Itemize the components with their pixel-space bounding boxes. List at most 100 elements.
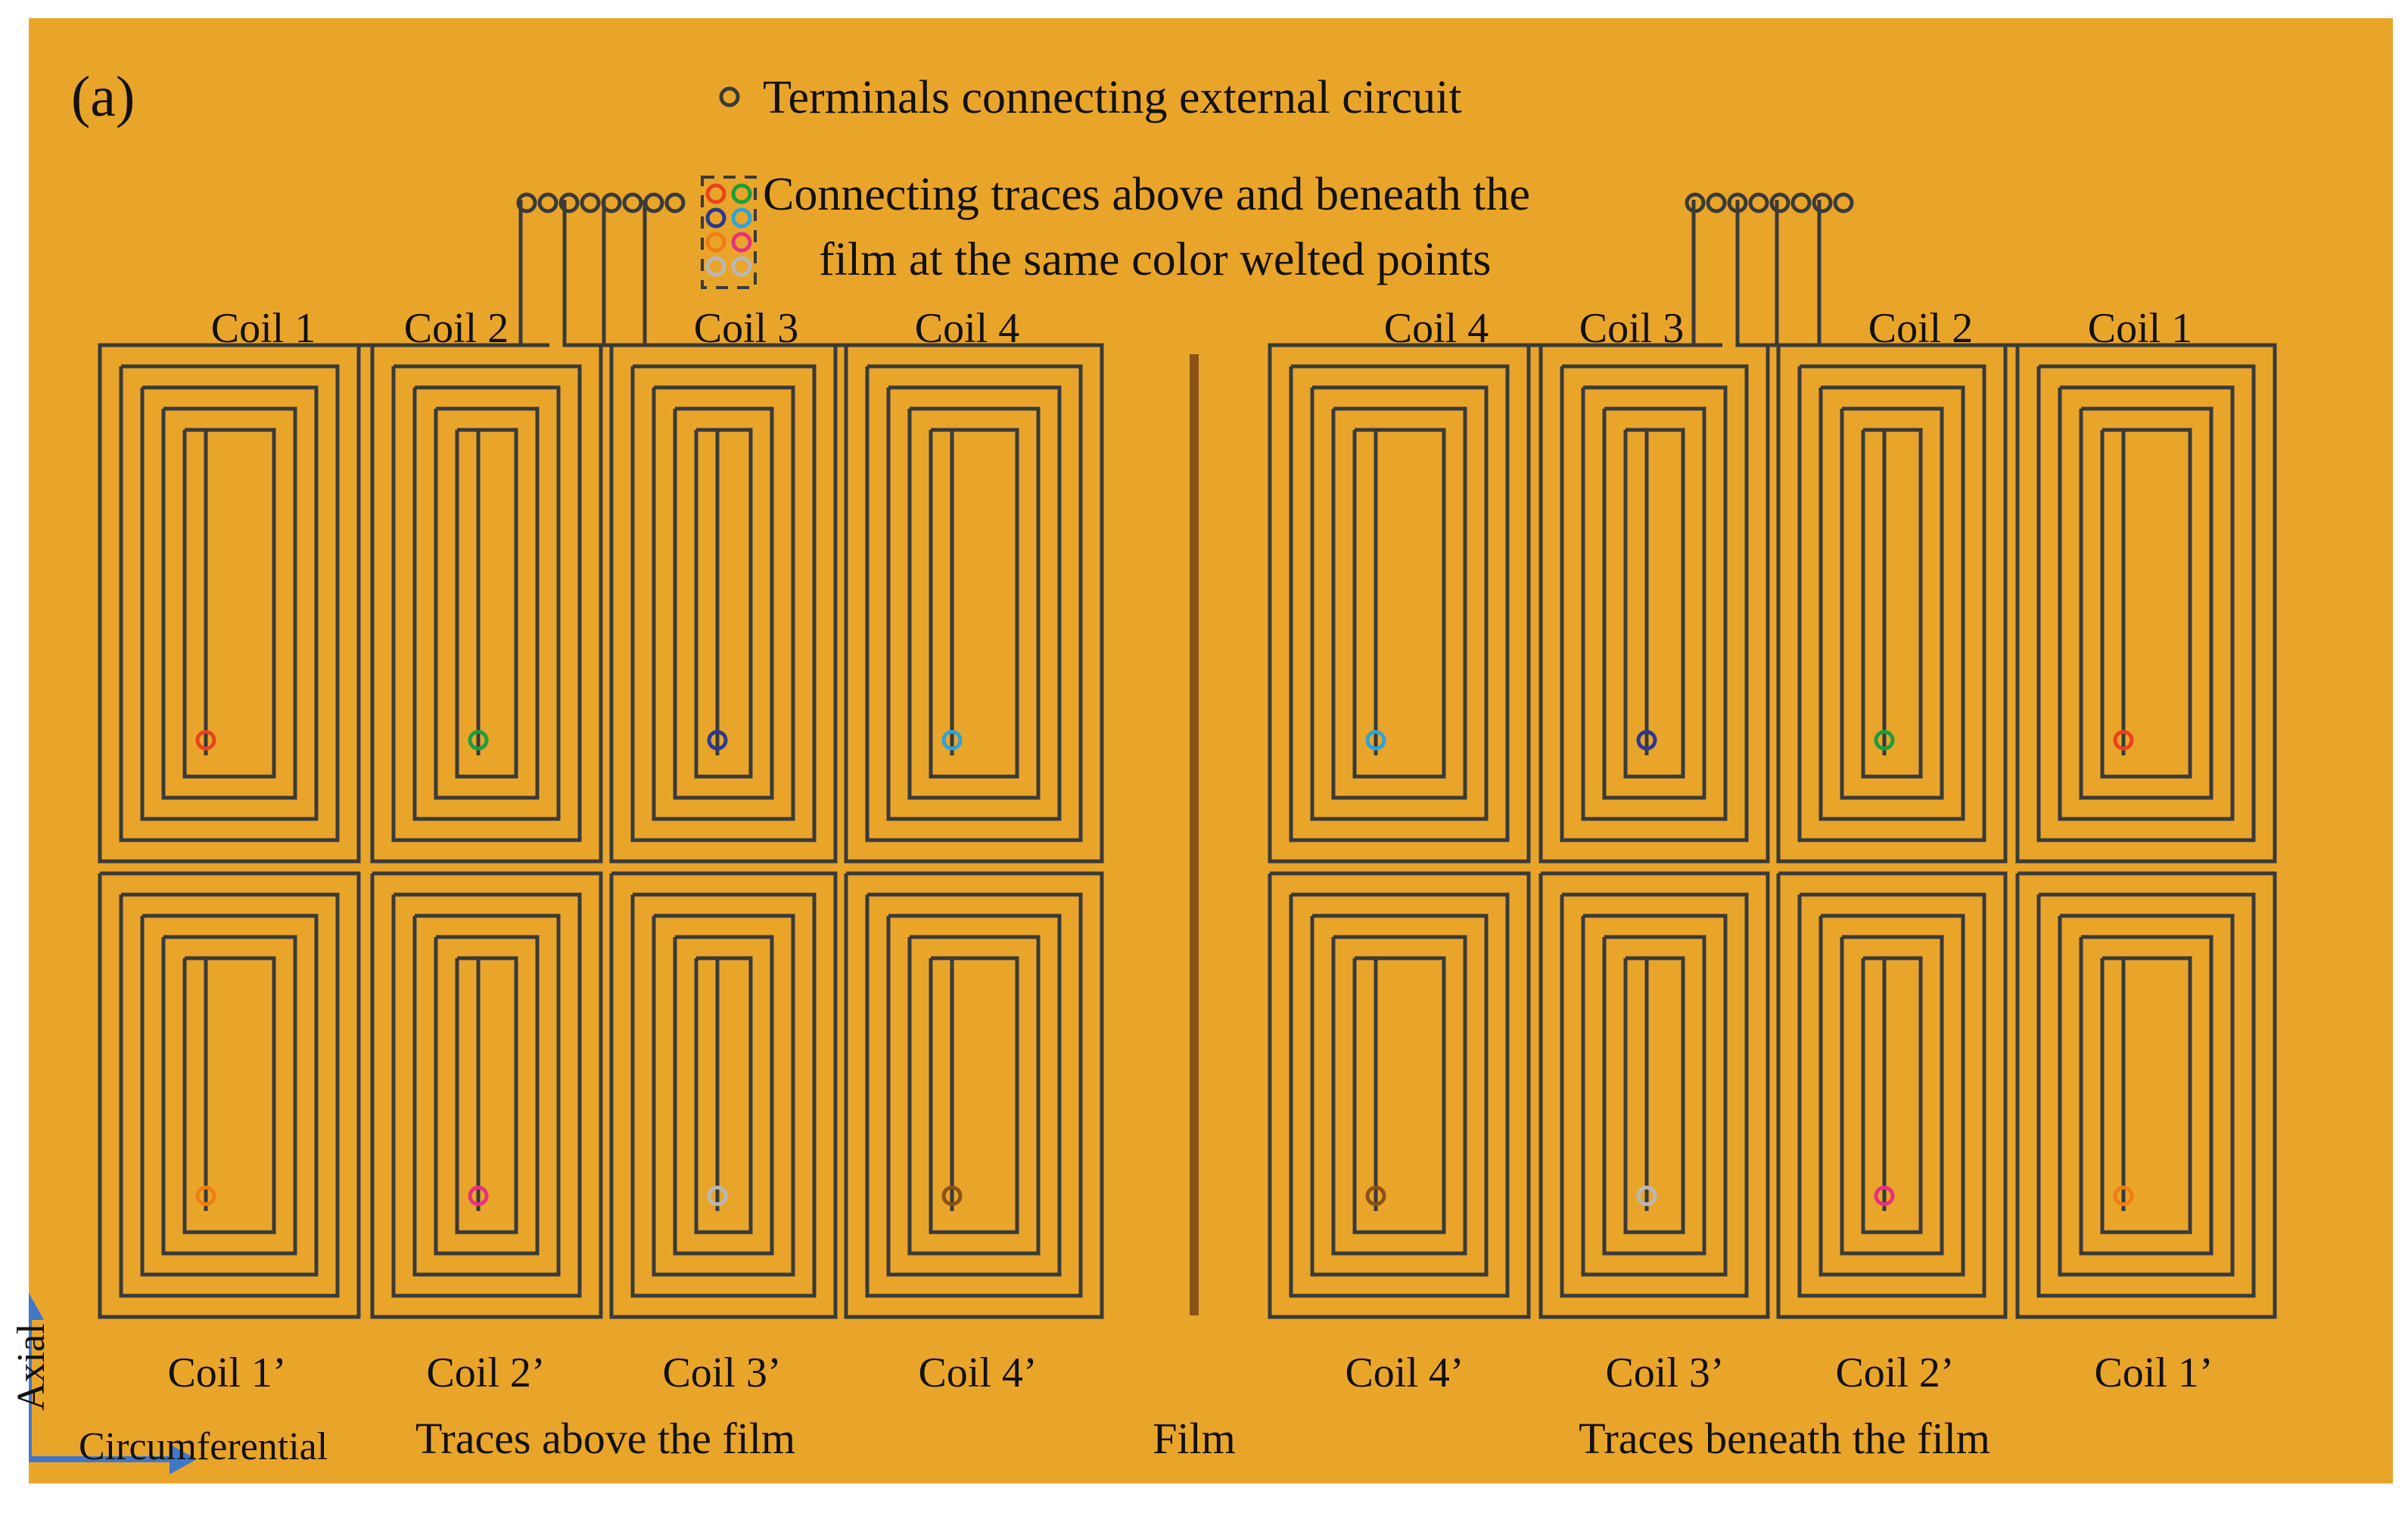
left-terminals-terminal-1 [516, 192, 537, 213]
top-left-coil-label-3: Coil 3 [693, 305, 799, 352]
left-bottom-coil-3 [609, 871, 838, 1319]
left-bottom-coil-2-turn-4 [434, 935, 540, 1256]
right-top-coil-4-turn-4 [2079, 406, 2214, 800]
left-bottom-coil-4 [844, 871, 1104, 1319]
caption-traces-above: Traces above the film [415, 1414, 796, 1463]
caption-film: Film [1153, 1414, 1236, 1463]
caption-traces-beneath: Traces beneath the film [1579, 1414, 1990, 1463]
right-top-coil-4-turn-2 [2036, 364, 2256, 842]
left-bottom-coil-4-turn-4 [907, 935, 1041, 1256]
right-terminals-terminal-7 [1812, 192, 1833, 213]
left-top-coil-3-turn-3 [652, 385, 795, 821]
right-bottom-coil-4-turn-4 [2079, 935, 2214, 1256]
right-top-coil-2-turn-4 [1602, 406, 1706, 800]
axis-arrows [29, 1293, 197, 1474]
legend-weld-symbol [701, 176, 757, 289]
right-bottom-coil-2-turn-4 [1602, 935, 1706, 1256]
right-bottom-coil-1-weld-point [1365, 1185, 1386, 1206]
top-left-coil-label-1: Coil 1 [210, 305, 316, 352]
panel-label: (a) [71, 65, 135, 129]
right-bottom-coil-4 [2015, 871, 2277, 1319]
left-bottom-coil-3-turn-4 [673, 935, 774, 1256]
right-bottom-coil-1 [1268, 871, 1531, 1319]
left-bottom-coil-1-turn-2 [119, 892, 340, 1298]
bottom-right-coil-label-3: Coil 3’ [1605, 1349, 1725, 1396]
top-right-coil-label-4: Coil 4 [1383, 305, 1489, 352]
right-bottom-coil-1-turn-4 [1331, 935, 1467, 1256]
left-top-coil-1-weld-point [195, 730, 216, 751]
bottom-left-coil-label-3: Coil 3’ [662, 1349, 782, 1396]
left-top-coil-2-outer-turn [370, 200, 603, 864]
left-top-coil-4 [630, 200, 1104, 864]
axis-label-circumferential: Circumferential [79, 1425, 328, 1468]
left-terminals-terminal-6 [622, 192, 643, 213]
right-bottom-coil-3-turn-3 [1818, 914, 1965, 1277]
left-bottom-coil-3-turn-5 [694, 956, 753, 1234]
legend-weld-text-line1: Connecting traces above and beneath the [763, 169, 1530, 220]
left-bottom-coil-2-turn-2 [391, 892, 582, 1298]
right-bottom-coil-3 [1776, 871, 2008, 1319]
right-top-coil-1-turn-3 [1310, 385, 1489, 821]
background-rect [29, 18, 2393, 1483]
left-bottom-coil-1-turn-1 [98, 871, 361, 1319]
right-top-coil-4-weld-point [2113, 730, 2134, 751]
top-right-coil-label-1: Coil 1 [2087, 305, 2193, 352]
top-right-coil-label-3: Coil 3 [1579, 305, 1685, 352]
left-top-coil-3-weld-point [707, 730, 728, 751]
left-top-coil-4-turn-4 [907, 406, 1041, 800]
left-bottom-coil-4-weld-point [941, 1185, 963, 1206]
right-bottom-coil-4-turn-2 [2036, 892, 2256, 1298]
legend-weld-dot-5 [705, 232, 726, 253]
legend-weld-dot-1 [705, 183, 726, 204]
left-top-coil-2-turn-5 [455, 428, 518, 779]
left-bottom-coil-4-turn-3 [886, 914, 1062, 1277]
left-top-coil-4-weld-point [941, 730, 963, 751]
left-top-coil-2-turn-3 [412, 385, 561, 821]
right-top-coil-1-turn-2 [1289, 364, 1510, 842]
left-terminals-terminal-4 [580, 192, 601, 213]
right-top-coil-4-turn-3 [2058, 385, 2235, 821]
left-bottom-coil-2-turn-3 [412, 914, 561, 1277]
left-top-coil-3-turn-2 [630, 364, 817, 842]
right-bottom-coil-1-turn-2 [1289, 892, 1510, 1298]
left-bottom-coil-1-turn-4 [161, 935, 297, 1256]
legend-weld-dot-4 [731, 207, 752, 229]
right-top-coil-1-weld-point [1365, 730, 1386, 751]
right-top-coil-3-outer-turn [1762, 200, 2008, 864]
right-top-coil-3-turn-5 [1861, 428, 1923, 779]
right-bottom-coil-1-turn-1 [1268, 871, 1531, 1319]
legend-terminal-text: Terminals connecting external circuit [763, 72, 1462, 123]
left-terminals-terminal-8 [664, 192, 686, 213]
right-terminals [1685, 192, 1854, 213]
right-terminals-terminal-6 [1790, 192, 1812, 213]
left-bottom-coil-3-weld-point [707, 1185, 728, 1206]
top-right-coil-label-2: Coil 2 [1868, 305, 1974, 352]
axis-horizontal-arrowhead [170, 1444, 197, 1474]
bottom-right-coil-label-1: Coil 1’ [2094, 1349, 2214, 1396]
axis-vertical-arrowhead [29, 1293, 44, 1320]
bottom-left-coil-label-1: Coil 1’ [167, 1349, 287, 1396]
right-bottom-coil-2-weld-point [1636, 1185, 1657, 1206]
right-top-coil-3 [1762, 200, 2008, 864]
left-bottom-coil-2-turn-1 [370, 871, 603, 1319]
left-top-coil-1-turn-4 [161, 406, 297, 800]
left-top-coil-2-turn-4 [434, 406, 540, 800]
bottom-right-coil-label-4: Coil 4’ [1345, 1349, 1464, 1396]
left-bottom-coil-1 [98, 871, 361, 1319]
right-bottom-coil-2-turn-3 [1581, 914, 1728, 1277]
bottom-right-coil-label-2: Coil 2’ [1835, 1349, 1955, 1396]
legend-weld-dot-3 [705, 207, 726, 229]
left-bottom-coil-3-turn-1 [609, 871, 838, 1319]
legend-weld-dot-8 [731, 256, 752, 277]
top-left-coil-label-4: Coil 4 [914, 305, 1020, 352]
left-top-coil-2-weld-point [468, 730, 489, 751]
right-terminals-terminal-3 [1727, 192, 1748, 213]
left-top-coil-1-turn-2 [119, 364, 340, 842]
left-top-coil-3 [589, 200, 838, 864]
left-bottom-coil-2-turn-5 [455, 956, 518, 1234]
left-top-coil-2-turn-2 [391, 364, 582, 842]
left-top-coil-4-turn-3 [886, 385, 1062, 821]
legend-weld-text-line2: film at the same color welted points [819, 234, 1492, 285]
left-top-coil-3-outer-turn [589, 200, 838, 864]
